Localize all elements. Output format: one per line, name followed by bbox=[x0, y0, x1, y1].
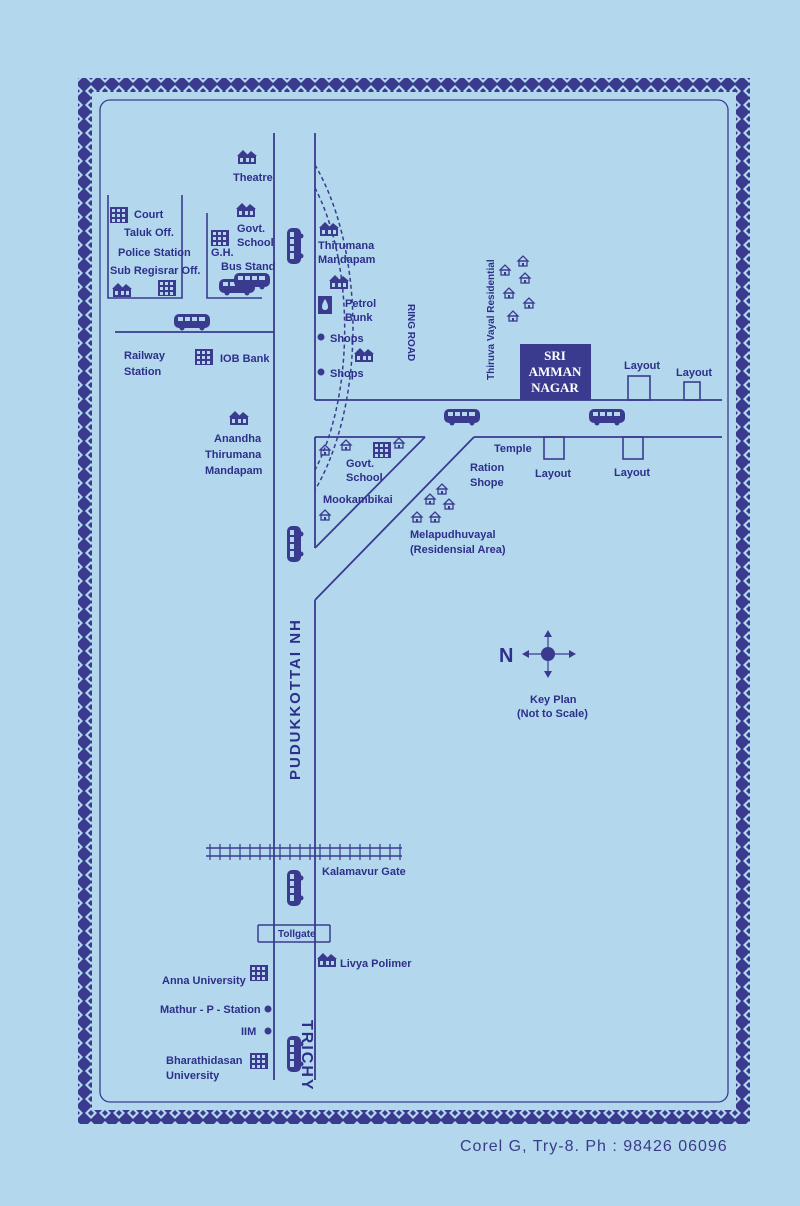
railway-line bbox=[206, 844, 402, 860]
brand-line-2: AMMAN bbox=[529, 364, 582, 379]
iim-dot bbox=[264, 1027, 272, 1035]
subreg-label: Sub Regisrar Off. bbox=[110, 265, 200, 277]
tollgate-label: Tollgate bbox=[278, 929, 316, 940]
key-plan-label: Key Plan bbox=[530, 694, 577, 706]
railway-label: Station bbox=[124, 366, 162, 378]
shops-label: Shops bbox=[330, 368, 364, 380]
layout-label: Layout bbox=[624, 360, 660, 372]
shops-label: Shops bbox=[330, 333, 364, 345]
university-icon bbox=[250, 965, 268, 981]
ration-label: Ration bbox=[470, 462, 505, 474]
melapudhu-label: Melapudhuvayal bbox=[410, 529, 496, 541]
anandha-label: Mandapam bbox=[205, 465, 263, 477]
ration-label: Shope bbox=[470, 477, 504, 489]
anandha-label: Thirumana bbox=[205, 449, 262, 461]
bus-stand-label: Bus Stand bbox=[221, 261, 275, 273]
mathur-label: Mathur - P - Station bbox=[160, 1004, 261, 1016]
layout-label: Layout bbox=[676, 367, 712, 379]
thiruva-label: Thiruva Vayal Residential bbox=[486, 259, 497, 380]
court-icon bbox=[110, 207, 128, 223]
govt-school-label: Govt. bbox=[346, 458, 374, 470]
temple-label: Temple bbox=[494, 443, 532, 455]
town-blocks bbox=[107, 195, 262, 299]
bank-icon bbox=[195, 349, 213, 365]
kalamavur-label: Kalamavur Gate bbox=[322, 866, 406, 878]
compass-icon: N bbox=[499, 630, 576, 678]
petrol-icon bbox=[318, 296, 332, 314]
iob-label: IOB Bank bbox=[220, 353, 270, 365]
ring-road-label: RING ROAD bbox=[405, 304, 416, 361]
theatre-label: Theatre bbox=[233, 172, 273, 184]
nh-road-label: PUDUKKOTTAI NH bbox=[287, 618, 304, 780]
key-plan-label: (Not to Scale) bbox=[517, 708, 588, 720]
brand-line-3: NAGAR bbox=[531, 380, 579, 395]
footer-credit: Corel G, Try-8. Ph : 98426 06096 bbox=[460, 1138, 728, 1155]
office-icon bbox=[158, 280, 176, 296]
thirumana-label: Mandapam bbox=[318, 254, 376, 266]
tollgate: Tollgate bbox=[257, 924, 331, 943]
trichy-road-label: TRICHY bbox=[298, 1020, 315, 1092]
livya-label: Livya Polimer bbox=[340, 958, 412, 970]
hospital-icon bbox=[211, 230, 229, 246]
petrol-label: Bunk bbox=[345, 312, 373, 324]
railway-label: Railway bbox=[124, 350, 166, 362]
layout-label: Layout bbox=[535, 468, 571, 480]
anandha-label: Anandha bbox=[214, 433, 262, 445]
melapudhu-label: (Residensial Area) bbox=[410, 544, 506, 556]
north-label: N bbox=[499, 645, 513, 667]
govt-school-label: School bbox=[237, 237, 274, 249]
ring-road bbox=[314, 164, 354, 491]
anna-label: Anna University bbox=[162, 975, 247, 987]
road-network bbox=[115, 133, 722, 1080]
shop-dot bbox=[317, 333, 325, 341]
layout-label: Layout bbox=[614, 467, 650, 479]
university-icon bbox=[250, 1053, 268, 1069]
mookambikai-label: Mookambikai bbox=[323, 494, 393, 506]
govt-school-label: Govt. bbox=[237, 223, 265, 235]
police-label: Police Station bbox=[118, 247, 191, 259]
school-icon bbox=[373, 442, 391, 458]
bharathi-label: University bbox=[166, 1070, 220, 1082]
bharathi-label: Bharathidasan bbox=[166, 1055, 243, 1067]
decorative-border bbox=[78, 78, 750, 1124]
layout-plots bbox=[543, 375, 701, 460]
thirumana-label: Thirumana bbox=[318, 240, 375, 252]
petrol-label: Petrol bbox=[345, 298, 376, 310]
brand-line-1: SRI bbox=[544, 348, 566, 363]
iim-label: IIM bbox=[241, 1026, 256, 1038]
taluk-label: Taluk Off. bbox=[124, 227, 174, 239]
court-label: Court bbox=[134, 209, 164, 221]
shop-dot bbox=[317, 368, 325, 376]
station-dot bbox=[264, 1005, 272, 1013]
sri-amman-nagar-box: SRI AMMAN NAGAR bbox=[520, 344, 591, 400]
gh-label: G.H. bbox=[211, 247, 234, 259]
govt-school-label: School bbox=[346, 472, 383, 484]
